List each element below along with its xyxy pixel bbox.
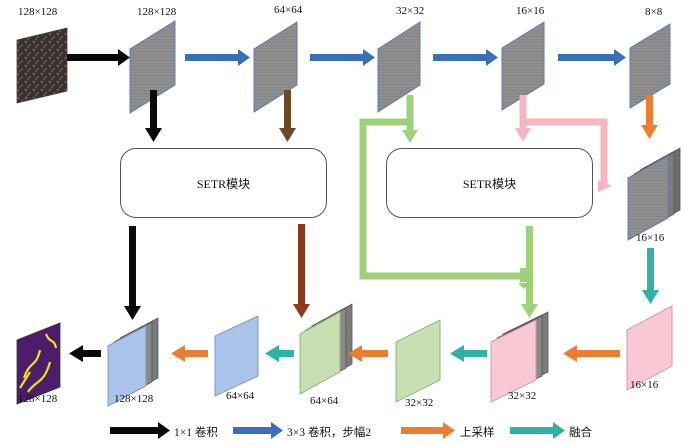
label-fuse64: 64×64 [310,395,339,407]
setr-module-right: SETR模块 [386,148,593,218]
arrow-conv3-1 [185,49,250,66]
arrow-fuse-teal-1 [642,248,659,304]
legend-arrow-upsample [401,422,455,439]
arrow-conv3-2 [310,49,375,66]
conv32-map [395,319,441,403]
encoder-map-4 [501,21,545,111]
arrow-conv3-4 [558,49,626,66]
label-fuse32: 32×32 [508,390,537,402]
encoder-map-3 [377,21,421,113]
encoder-map-1 [129,20,176,114]
up64-map [214,315,259,397]
encoder-map-2 [253,21,298,113]
legend-arrow-conv1 [110,422,170,439]
arrow-fuse-teal-3 [265,345,294,362]
label-enc4: 16×16 [516,5,545,17]
arrow-fuse-teal-2 [450,345,487,362]
legend-fuse: 融合 [569,427,592,439]
arrow-down-brown-1 [279,90,296,142]
legend-conv1: 1×1 卷积 [174,427,218,439]
arrow-down-brown-2 [293,224,310,318]
legend-arrow-conv3 [233,422,283,439]
arrow-down-black-1 [145,90,162,142]
arrow-up-orange-3 [171,345,208,362]
label-enc5: 8×8 [645,6,663,18]
green-arrowhead-1 [402,130,418,143]
arrow-down-black-2 [124,226,141,320]
label-enc3: 32×32 [396,5,425,17]
encoder-map-5 [629,23,671,109]
arrow-conv3-3 [433,49,498,66]
up16-map [626,305,673,391]
fused-stack-128 [107,317,159,407]
legend-arrow-fuse [510,422,565,439]
label-fuse16: 16×16 [636,232,665,244]
legend-conv3: 3×3 卷积，步幅2 [287,427,372,439]
pink-arrowhead-2 [598,180,612,192]
label-input-size: 128×128 [18,6,58,18]
setr-module-left: SETR模块 [120,148,327,218]
label-up16: 16×16 [630,379,659,391]
label-enc1: 128×128 [137,6,177,18]
arrow-up-orange-1 [563,345,620,362]
pink-arrowhead-1 [515,128,531,142]
arrow-up-orange-2 [348,345,388,362]
fused-stack-64 [299,303,353,395]
fused-stack-32 [490,311,549,403]
pink-skip-path [519,95,608,184]
label-fuse128: 128×128 [114,393,154,405]
label-up64: 64×64 [226,390,255,402]
arrow-conv1-output [69,345,101,362]
input-image [16,27,68,104]
label-conv32: 32×32 [405,397,434,409]
arrow-up-orange-8 [641,95,658,139]
output-segmentation [16,322,61,405]
legend-upsample: 上采样 [460,427,495,439]
fused-stack-16 [627,147,681,241]
label-output: 128×128 [18,393,58,405]
label-enc2: 64×64 [274,4,303,16]
arrow-down-green [521,226,538,318]
arrow-conv1-input [67,49,130,66]
